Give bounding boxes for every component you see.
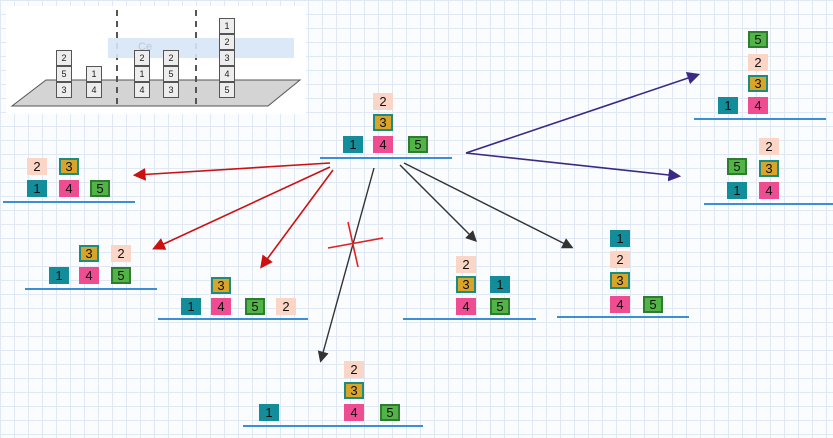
mid-right-block-5: 5 [490, 298, 510, 315]
thumbnail-cube-5: 5 [163, 66, 179, 82]
left-top-block-3: 3 [59, 158, 79, 175]
top-right-block-2: 2 [748, 54, 768, 71]
bottom-block-4: 4 [344, 404, 364, 421]
top-right-ground-line [694, 118, 826, 120]
mid-right-block-3: 3 [456, 276, 476, 293]
thumbnail-cube-1: 1 [219, 18, 235, 34]
mid-right-ground-line [403, 318, 536, 320]
bottom-block-2: 2 [344, 361, 364, 378]
cross-mark-stroke-b [347, 221, 359, 268]
thumbnail-cube-2: 2 [134, 50, 150, 66]
arrow-to-mid-right [399, 164, 477, 242]
left-top-block-5: 5 [90, 180, 110, 197]
thumbnail-cube-3: 3 [219, 50, 235, 66]
thumbnail-cube-2: 2 [163, 50, 179, 66]
right-low-block-1: 1 [610, 230, 630, 247]
left-mid-block-3: 3 [79, 245, 99, 262]
mid-right-block-4: 4 [456, 298, 476, 315]
mid-low-block-5: 5 [245, 298, 265, 315]
thumbnail-cube-4: 4 [134, 82, 150, 98]
left-top-block-4: 4 [59, 180, 79, 197]
right-low-block-2: 2 [610, 251, 630, 268]
mid-low-block-3: 3 [211, 277, 231, 294]
left-top-block-2: 2 [27, 158, 47, 175]
thumbnail-cube-2: 2 [219, 34, 235, 50]
thumbnail-cube-5: 5 [56, 66, 72, 82]
left-mid-block-4: 4 [79, 267, 99, 284]
right-mid-ground-line [704, 203, 833, 205]
left-top-block-1: 1 [27, 180, 47, 197]
arrow-to-mid-low [260, 169, 334, 269]
arrow-to-left-top [132, 162, 331, 181]
arrow-to-bottom [317, 167, 375, 363]
mid-low-block-1: 1 [181, 298, 201, 315]
right-mid-block-5: 5 [727, 158, 747, 175]
right-mid-block-2: 2 [759, 138, 779, 155]
bottom-ground-line [243, 425, 423, 427]
left-mid-block-5: 5 [111, 267, 131, 284]
thumbnail-cube-3: 3 [56, 82, 72, 98]
left-mid-block-1: 1 [49, 267, 69, 284]
center-block-3: 3 [373, 114, 393, 131]
left-mid-ground-line [25, 288, 157, 290]
top-right-block-1: 1 [718, 97, 738, 114]
arrow-to-left-mid [152, 166, 331, 250]
top-right-block-4: 4 [748, 97, 768, 114]
left-mid-block-2: 2 [111, 245, 131, 262]
thumbnail-cube-4: 4 [219, 66, 235, 82]
right-low-block-3: 3 [610, 272, 630, 289]
bottom-block-1: 1 [259, 404, 279, 421]
arrow-to-right-mid [465, 152, 682, 182]
center-block-4: 4 [373, 136, 393, 153]
thumbnail-cube-4: 4 [86, 82, 102, 98]
thumbnail-cube-1: 1 [134, 66, 150, 82]
center-block-5: 5 [408, 136, 428, 153]
right-mid-block-4: 4 [759, 182, 779, 199]
mid-low-block-2: 2 [276, 298, 296, 315]
thumbnail-floor [10, 10, 302, 107]
arrow-to-right-low [403, 162, 574, 249]
right-mid-block-3: 3 [759, 160, 779, 177]
bottom-block-3: 3 [344, 382, 364, 399]
mid-right-block-2: 2 [456, 256, 476, 273]
center-ground-line [320, 157, 452, 159]
top-right-block-5: 5 [748, 31, 768, 48]
left-top-ground-line [3, 201, 135, 203]
right-mid-block-1: 1 [727, 182, 747, 199]
thumbnail-cube-1: 1 [86, 66, 102, 82]
center-block-2: 2 [373, 93, 393, 110]
top-right-block-3: 3 [748, 75, 768, 92]
mid-right-block-1: 1 [490, 276, 510, 293]
thumbnail-cube-3: 3 [163, 82, 179, 98]
arrow-to-top-right [465, 72, 701, 154]
right-low-ground-line [557, 316, 689, 318]
bottom-block-5: 5 [380, 404, 400, 421]
right-low-block-5: 5 [643, 296, 663, 313]
center-block-1: 1 [343, 136, 363, 153]
cross-mark-stroke-a [327, 237, 384, 249]
mid-low-ground-line [158, 318, 308, 320]
mid-low-block-4: 4 [211, 298, 231, 315]
thumbnail-cube-5: 5 [219, 82, 235, 98]
thumbnail-cube-2: 2 [56, 50, 72, 66]
right-low-block-4: 4 [610, 296, 630, 313]
